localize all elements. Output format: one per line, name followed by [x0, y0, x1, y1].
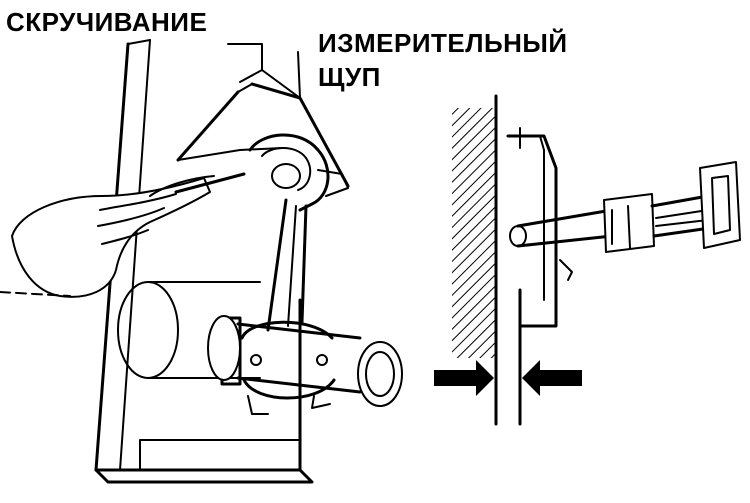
journal-cylinder — [207, 315, 403, 407]
rod-assembly-section — [509, 161, 741, 281]
feeler-gauge-label-line2: ЩУП — [318, 62, 381, 92]
twist-gauge-frame — [176, 43, 350, 188]
wall-section — [452, 94, 498, 426]
gauge-bracket-section — [506, 127, 558, 426]
clearance-arrows — [434, 360, 582, 396]
twist-label: СКРУЧИВАНИЕ — [6, 7, 208, 37]
feeler-gauge-label-line1: ИЗМЕРИТЕЛЬНЫЙ — [318, 28, 568, 58]
hand-illustration — [0, 172, 246, 298]
fixture-stand — [94, 39, 314, 484]
connecting-rod — [240, 133, 349, 415]
